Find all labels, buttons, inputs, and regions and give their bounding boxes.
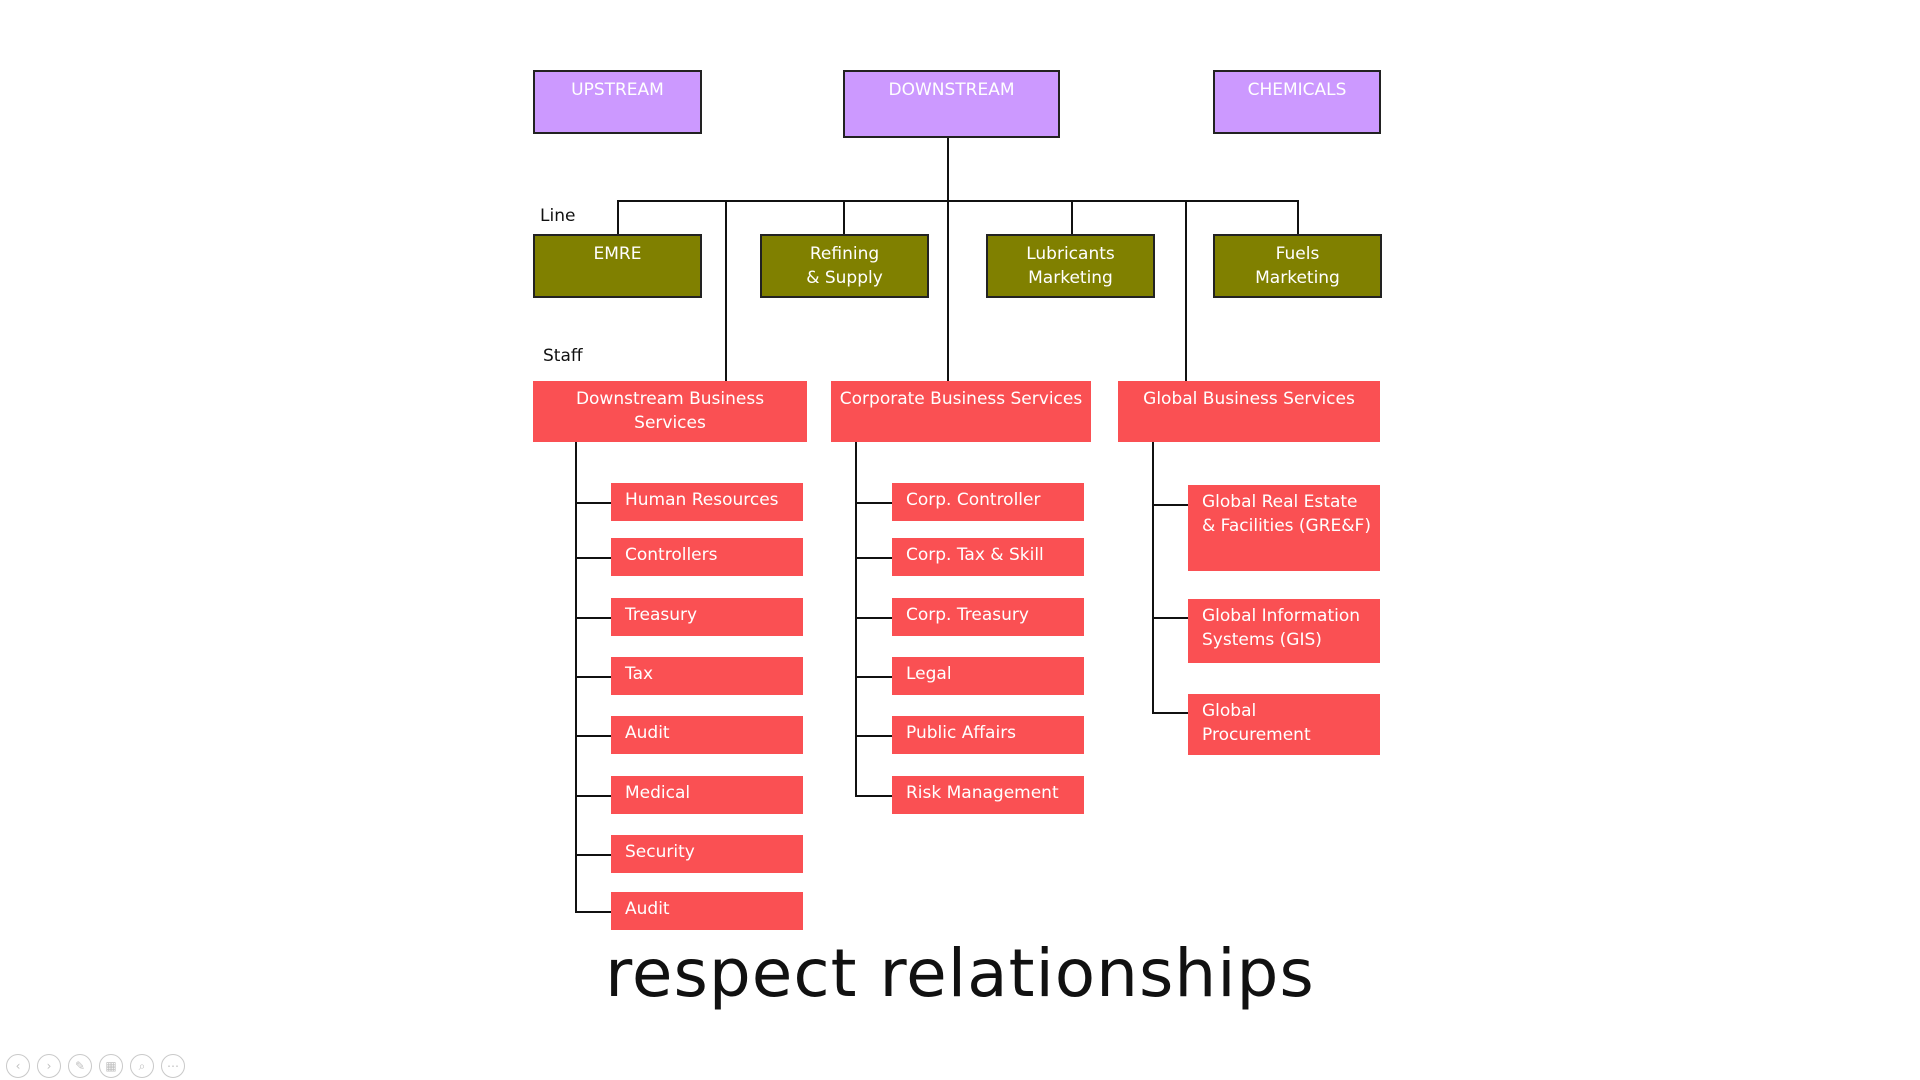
staff-item-global-real-estate: Global Real Estate & Facilities (GRE&F) [1188,485,1380,571]
division-chemicals: CHEMICALS [1213,70,1381,134]
staff-bracket-branch-2-1 [1152,617,1188,619]
staff-item-corp-treasury: Corp. Treasury [892,598,1084,636]
line-unit-text: Refining [809,244,880,264]
staff-item-corp-tax-skill: Corp. Tax & Skill [892,538,1084,576]
staff-bracket-branch-1-2 [855,617,892,619]
staff-item-legal: Legal [892,657,1084,695]
staff-item-label: Security [625,842,695,862]
staff-item-human-resources: Human Resources [611,483,803,521]
division-label: UPSTREAM [571,80,664,100]
staff-item-label: Corp. Controller [906,490,1041,510]
line-unit-text: Lubricants [1026,244,1115,264]
line-unit-emre: EMRE [533,234,702,298]
connector-line-bar [617,200,1299,202]
slide-title: respect relationships [605,935,1315,1012]
staff-bracket-branch-0-0 [575,502,611,504]
staff-group-global-business-services: Global Business Services [1118,381,1380,442]
staff-item-label: Audit [625,899,670,919]
connector-downstream-trunk [947,138,949,381]
staff-item-audit-2: Audit [611,892,803,930]
slides-grid-icon[interactable]: ▦ [99,1054,123,1078]
staff-item-corp-controller: Corp. Controller [892,483,1084,521]
more-options-icon[interactable]: ⋯ [161,1054,185,1078]
connector-dbs [725,200,727,381]
staff-group-title: Corporate Business Services [839,389,1083,409]
staff-item-label: Legal [906,664,952,684]
staff-item-label: Tax [625,664,654,684]
staff-item-label: Human Resources [625,490,779,510]
staff-group-title: Services [634,413,706,433]
staff-item-treasury: Treasury [611,598,803,636]
staff-item-audit: Audit [611,716,803,754]
pen-icon[interactable]: ✎ [68,1054,92,1078]
staff-item-label: Treasury [625,605,698,625]
staff-item-label: Controllers [625,545,718,565]
presentation-controls: ‹ › ✎ ▦ ⌕ ⋯ [6,1054,185,1080]
staff-item-tax: Tax [611,657,803,695]
line-unit-text: Fuels [1275,244,1320,264]
staff-bracket-branch-0-7 [575,911,611,913]
staff-item-label: Systems (GIS) [1202,630,1322,650]
line-unit-refining-supply: Refining & Supply [760,234,929,298]
staff-item-label: Global Real Estate [1202,492,1358,512]
staff-item-label: Corp. Treasury [906,605,1029,625]
staff-bracket-branch-1-1 [855,557,892,559]
line-unit-text: & Supply [806,268,883,288]
zoom-icon[interactable]: ⌕ [130,1054,154,1078]
staff-item-label: Medical [625,783,691,803]
connector-fuels [1297,200,1299,234]
staff-item-risk-management: Risk Management [892,776,1084,814]
staff-bracket-spine-1 [855,442,857,797]
staff-item-label: Global [1202,701,1257,721]
staff-bracket-branch-0-3 [575,676,611,678]
staff-item-label: Procurement [1202,725,1311,745]
staff-bracket-branch-0-6 [575,854,611,856]
staff-item-medical: Medical [611,776,803,814]
staff-item-public-affairs: Public Affairs [892,716,1084,754]
next-icon[interactable]: › [37,1054,61,1078]
staff-item-label: Audit [625,723,670,743]
staff-bracket-branch-1-5 [855,795,892,797]
staff-item-label: Public Affairs [906,723,1017,743]
staff-bracket-branch-0-4 [575,735,611,737]
division-label: DOWNSTREAM [888,80,1015,100]
staff-label: Staff [543,346,583,366]
division-upstream: UPSTREAM [533,70,702,134]
staff-bracket-branch-2-0 [1152,504,1188,506]
line-label: Line [540,206,576,226]
staff-item-label: Global Information [1202,606,1361,626]
division-label: CHEMICALS [1247,80,1347,100]
staff-group-corporate-business-services: Corporate Business Services [831,381,1091,442]
staff-bracket-branch-1-3 [855,676,892,678]
line-unit-text: Marketing [1028,268,1113,288]
staff-bracket-branch-0-5 [575,795,611,797]
staff-item-label: Corp. Tax & Skill [906,545,1044,565]
connector-gbs [1185,200,1187,381]
staff-bracket-branch-2-2 [1152,712,1188,714]
staff-item-label: Risk Management [906,783,1059,803]
connector-refining [843,200,845,234]
staff-bracket-branch-0-2 [575,617,611,619]
connector-lubricants [1071,200,1073,234]
line-unit-text: Marketing [1255,268,1340,288]
staff-item-security: Security [611,835,803,873]
staff-item-label: & Facilities (GRE&F) [1202,516,1371,536]
staff-group-title: Downstream Business [575,389,765,409]
staff-bracket-spine-2 [1152,442,1154,714]
previous-icon[interactable]: ‹ [6,1054,30,1078]
staff-bracket-branch-1-4 [855,735,892,737]
staff-bracket-branch-0-1 [575,557,611,559]
staff-item-controllers: Controllers [611,538,803,576]
staff-bracket-branch-1-0 [855,502,892,504]
division-downstream: DOWNSTREAM [843,70,1060,138]
line-unit-text: EMRE [593,244,642,264]
staff-group-title: Global Business Services [1143,389,1355,409]
connector-emre [617,200,619,234]
